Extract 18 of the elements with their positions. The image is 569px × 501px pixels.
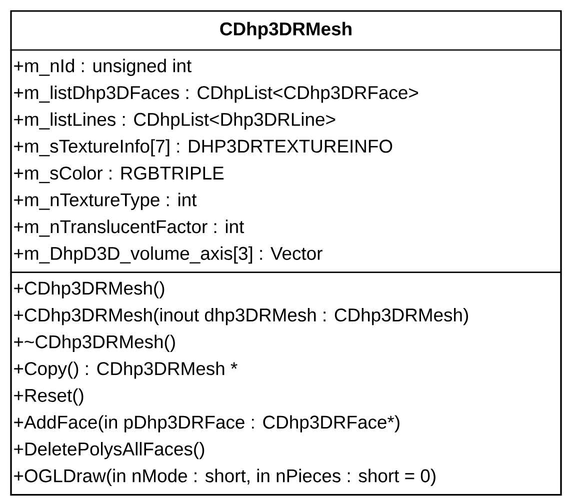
attribute-text: +m_nId : unsigned int: [14, 58, 192, 76]
operation-text: +CDhp3DRMesh(inout dhp3DRMesh : CDhp3DRMesh): [14, 308, 468, 326]
attribute-text: +m_listLines : CDhpList<Dhp3DRLine>: [14, 112, 336, 130]
operation-text: +OGLDraw(in nMode : short, in nPieces : short = 0): [14, 468, 436, 486]
attribute-text: +m_sColor : RGBTRIPLE: [14, 166, 224, 184]
attribute-text: +m_DhpD3D_volume_axis[3] : Vector: [14, 246, 322, 264]
attribute-text: +m_sTextureInfo[7] : DHP3DRTEXTUREINFO: [14, 139, 392, 156]
attribute-text: +m_nTextureType : int: [14, 192, 197, 210]
attribute-text: +m_nTranslucentFactor : int: [14, 220, 244, 237]
operation-text: +DeletePolysAllFaces(): [14, 442, 204, 460]
attribute-text: +m_listDhp3DFaces : CDhpList<CDhp3DRFace>: [14, 86, 418, 103]
operation-text: +AddFace(in pDhp3DRFace : CDhp3DRFace*): [14, 415, 400, 432]
operation-text: +CDhp3DRMesh(): [14, 281, 164, 298]
operation-text: +~CDhp3DRMesh(): [14, 334, 175, 352]
operation-compartment: [10, 272, 562, 496]
operation-text: +Reset(): [14, 388, 84, 406]
operation-text: +Copy() : CDhp3DRMesh *: [14, 362, 238, 379]
attribute-compartment: [10, 49, 562, 273]
